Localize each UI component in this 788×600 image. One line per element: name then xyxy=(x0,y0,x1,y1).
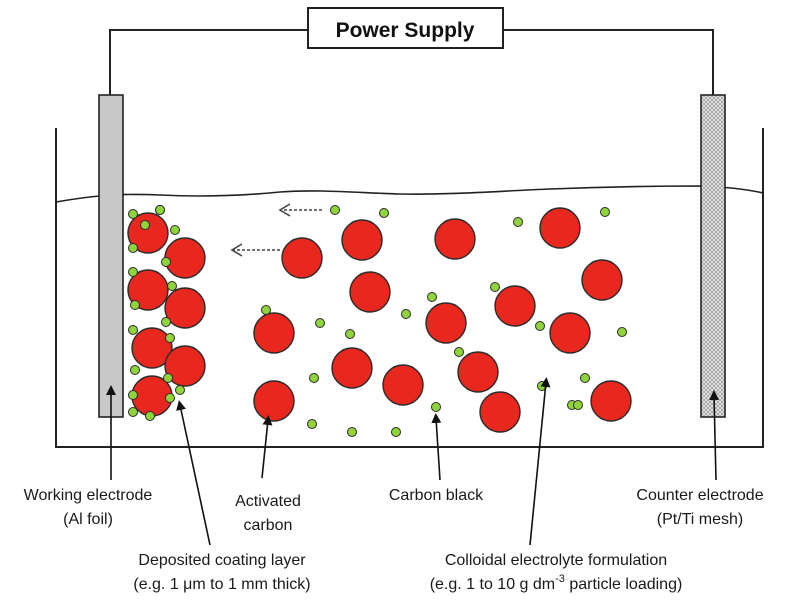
activated-carbon-sublabel: carbon xyxy=(244,517,293,534)
loading-text-sup: -3 xyxy=(555,573,565,585)
label-deposited-coating: Deposited coating layer (e.g. 1 μm to 1 … xyxy=(133,552,310,593)
label-colloidal-formulation: Colloidal electrolyte formulation (e.g. … xyxy=(430,552,683,593)
carbon-black-particle xyxy=(345,329,355,339)
wire-left xyxy=(109,29,308,95)
carbon-black-particle xyxy=(580,373,590,383)
activated-carbon-particle xyxy=(341,219,383,261)
deposited-coating-sublabel: (e.g. 1 μm to 1 mm thick) xyxy=(133,576,310,593)
working-electrode-label: Working electrode xyxy=(24,487,153,504)
activated-carbon-particle xyxy=(434,218,476,260)
counter-electrode-sublabel: (Pt/Ti mesh) xyxy=(657,511,744,528)
colloidal-formulation-label: Colloidal electrolyte formulation xyxy=(445,552,667,569)
carbon-black-particle xyxy=(535,321,545,331)
loading-text-pre: (e.g. 1 to 10 g dm xyxy=(430,576,555,593)
particles-layer xyxy=(127,205,632,437)
deposited-activated-carbon-particle xyxy=(164,287,206,329)
deposited-carbon-black-particle xyxy=(130,300,140,310)
label-counter-electrode: Counter electrode (Pt/Ti mesh) xyxy=(636,487,763,528)
activated-carbon-particle xyxy=(590,380,632,422)
wire-right xyxy=(503,29,714,95)
deposited-carbon-black-particle xyxy=(128,390,138,400)
carbon-black-particle xyxy=(454,347,464,357)
deposited-carbon-black-particle xyxy=(175,385,185,395)
carbon-black-particle xyxy=(573,400,583,410)
activated-carbon-particle xyxy=(425,302,467,344)
carbon-black-arrow xyxy=(431,413,442,481)
activated-carbon-particle xyxy=(479,391,521,433)
carbon-black-particle xyxy=(307,419,317,429)
carbon-black-particle xyxy=(401,309,411,319)
activated-carbon-particle xyxy=(457,351,499,393)
loading-text-post: particle loading) xyxy=(565,576,682,593)
activated-carbon-particle xyxy=(539,207,581,249)
power-supply-label: Power Supply xyxy=(336,19,475,42)
deposited-coating-arrow xyxy=(176,400,211,546)
deposited-carbon-black-particle xyxy=(161,257,171,267)
activated-carbon-arrow xyxy=(261,415,273,479)
deposited-carbon-black-particle xyxy=(130,365,140,375)
carbon-black-particle xyxy=(261,305,271,315)
carbon-black-particle xyxy=(513,217,523,227)
power-supply-box xyxy=(307,7,504,49)
activated-carbon-particle xyxy=(331,347,373,389)
deposited-carbon-black-particle xyxy=(128,267,138,277)
deposited-carbon-black-particle xyxy=(163,373,173,383)
deposited-carbon-black-particle xyxy=(140,220,150,230)
deposited-carbon-black-particle xyxy=(161,317,171,327)
activated-carbon-particle xyxy=(253,380,295,422)
deposited-activated-carbon-particle xyxy=(131,327,173,369)
label-activated-carbon: Activated carbon xyxy=(235,493,301,534)
deposited-activated-carbon-particle xyxy=(164,237,206,279)
colloidal-formulation-sublabel: (e.g. 1 to 10 g dm-3 particle loading) xyxy=(430,573,683,593)
pointer-arrows xyxy=(106,377,720,546)
activated-carbon-particle xyxy=(253,312,295,354)
deposited-carbon-black-particle xyxy=(165,393,175,403)
carbon-black-particle xyxy=(617,327,627,337)
activated-carbon-particle xyxy=(349,271,391,313)
deposited-activated-carbon-particle xyxy=(164,345,206,387)
carbon-black-particle xyxy=(427,292,437,302)
counter-electrode xyxy=(700,94,726,418)
deposited-carbon-black-particle xyxy=(128,209,138,219)
deposited-carbon-black-particle xyxy=(170,225,180,235)
carbon-black-particle xyxy=(315,318,325,328)
activated-carbon-particle xyxy=(549,312,591,354)
activated-carbon-particle xyxy=(281,237,323,279)
carbon-black-particle xyxy=(431,402,441,412)
migration-arrows xyxy=(230,203,322,257)
deposited-carbon-black-particle xyxy=(155,205,165,215)
counter-electrode-arrow xyxy=(709,390,720,481)
tank xyxy=(55,128,764,448)
deposited-carbon-black-particle xyxy=(167,281,177,291)
working-electrode xyxy=(98,94,124,418)
label-working-electrode: Working electrode (Al foil) xyxy=(24,487,153,528)
carbon-black-label: Carbon black xyxy=(389,487,484,504)
carbon-black-particle xyxy=(490,282,500,292)
deposited-carbon-black-particle xyxy=(128,325,138,335)
deposited-carbon-black-particle xyxy=(128,407,138,417)
activated-carbon-label: Activated xyxy=(235,493,301,510)
carbon-black-particle xyxy=(330,205,340,215)
deposited-carbon-black-particle xyxy=(145,411,155,421)
deposited-activated-carbon-particle xyxy=(127,212,169,254)
deposited-carbon-black-particle xyxy=(128,243,138,253)
carbon-black-particle xyxy=(347,427,357,437)
colloidal-formulation-arrow xyxy=(529,377,551,546)
deposited-carbon-black-particle xyxy=(165,333,175,343)
activated-carbon-particle xyxy=(382,364,424,406)
carbon-black-particle xyxy=(379,208,389,218)
carbon-black-particle xyxy=(391,427,401,437)
working-electrode-sublabel: (Al foil) xyxy=(63,511,113,528)
carbon-black-particle xyxy=(309,373,319,383)
counter-electrode-label: Counter electrode xyxy=(636,487,763,504)
carbon-black-particle xyxy=(600,207,610,217)
activated-carbon-particle xyxy=(581,259,623,301)
activated-carbon-particle xyxy=(494,285,536,327)
deposited-coating-label: Deposited coating layer xyxy=(138,552,306,569)
deposited-activated-carbon-particle xyxy=(127,269,169,311)
electrolyte-surface xyxy=(55,185,764,203)
